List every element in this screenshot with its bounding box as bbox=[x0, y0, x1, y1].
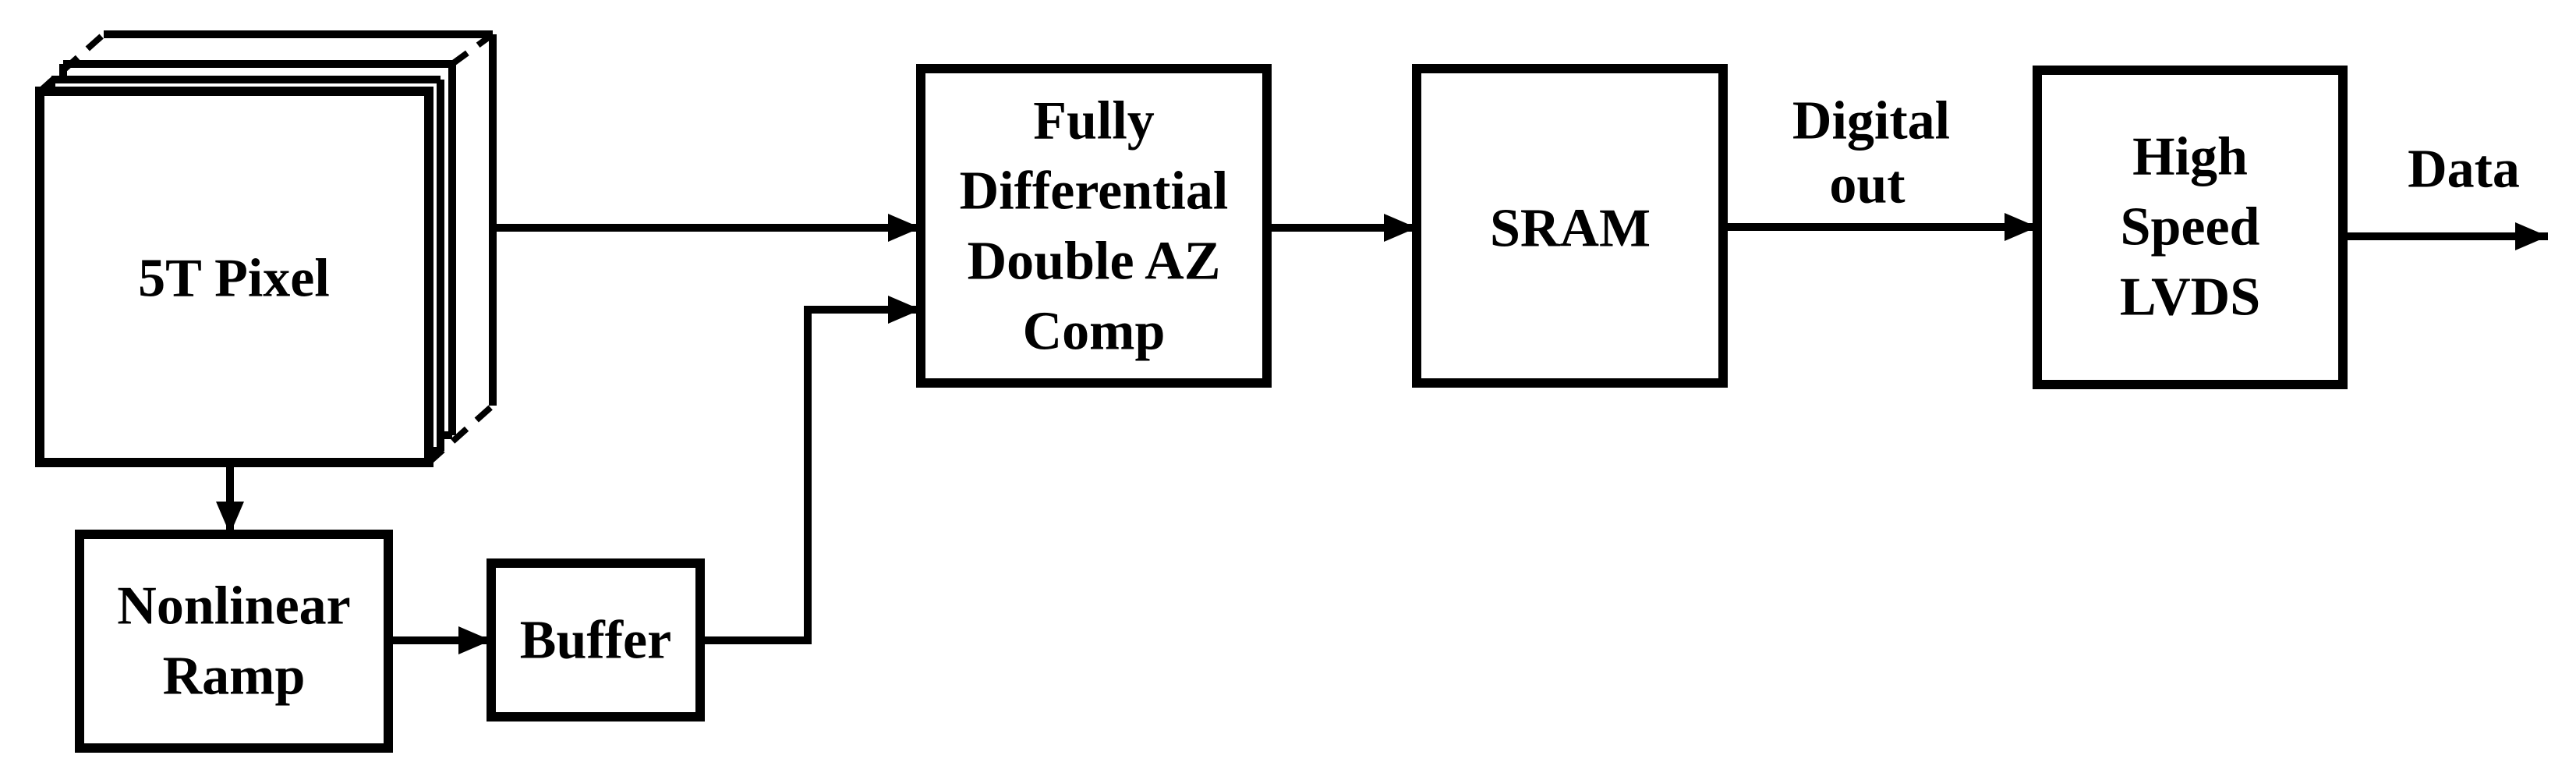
pixel-array-block: 5T Pixel bbox=[35, 30, 497, 467]
comparator-label-line2: Differential bbox=[960, 161, 1229, 222]
buffer-box bbox=[487, 558, 705, 722]
lvds-block: High Speed LVDS bbox=[2033, 66, 2348, 389]
lvds-label-line1: High bbox=[2132, 127, 2248, 187]
lvds-label-line2: Speed bbox=[2121, 197, 2260, 257]
pixel-sheet-3 bbox=[59, 60, 456, 439]
pixel-dashed-edge-top-right bbox=[450, 31, 495, 67]
pixel-front-sheet bbox=[35, 87, 433, 467]
nonlinear-ramp-label-line1: Nonlinear bbox=[117, 576, 350, 636]
pixel-label: 5T Pixel bbox=[138, 249, 330, 309]
digital-out-label: Digital out bbox=[1792, 91, 1950, 215]
pixel-dashed-edge-bottom-right bbox=[426, 403, 495, 465]
comparator-block: Fully Differential Double AZ Comp bbox=[916, 64, 1272, 388]
sram-label: SRAM bbox=[1490, 199, 1651, 259]
comparator-box bbox=[916, 64, 1272, 388]
pixel-sheet-back bbox=[104, 30, 497, 406]
pixel-sheet-2 bbox=[48, 76, 444, 455]
lvds-label-line3: LVDS bbox=[2120, 268, 2260, 328]
nonlinear-ramp-box bbox=[75, 530, 393, 753]
nonlinear-ramp-label-line2: Ramp bbox=[163, 647, 306, 707]
sram-block: SRAM bbox=[1412, 64, 1728, 388]
sram-box bbox=[1412, 64, 1728, 388]
comparator-label-line4: Comp bbox=[1023, 302, 1166, 362]
data-label: Data bbox=[2408, 140, 2520, 200]
arrow-buffer-to-comp bbox=[700, 296, 921, 644]
comparator-label-line3: Double AZ bbox=[968, 232, 1221, 292]
lvds-box bbox=[2033, 66, 2348, 389]
digital-out-label-line1: Digital bbox=[1792, 91, 1950, 151]
buffer-block: Buffer bbox=[487, 558, 705, 722]
nonlinear-ramp-block: Nonlinear Ramp bbox=[75, 530, 393, 753]
buffer-label: Buffer bbox=[520, 611, 671, 671]
digital-out-label-line2: out bbox=[1829, 155, 1905, 215]
pixel-dashed-edge-top-left bbox=[37, 32, 106, 94]
comparator-label-line1: Fully bbox=[1033, 91, 1155, 151]
